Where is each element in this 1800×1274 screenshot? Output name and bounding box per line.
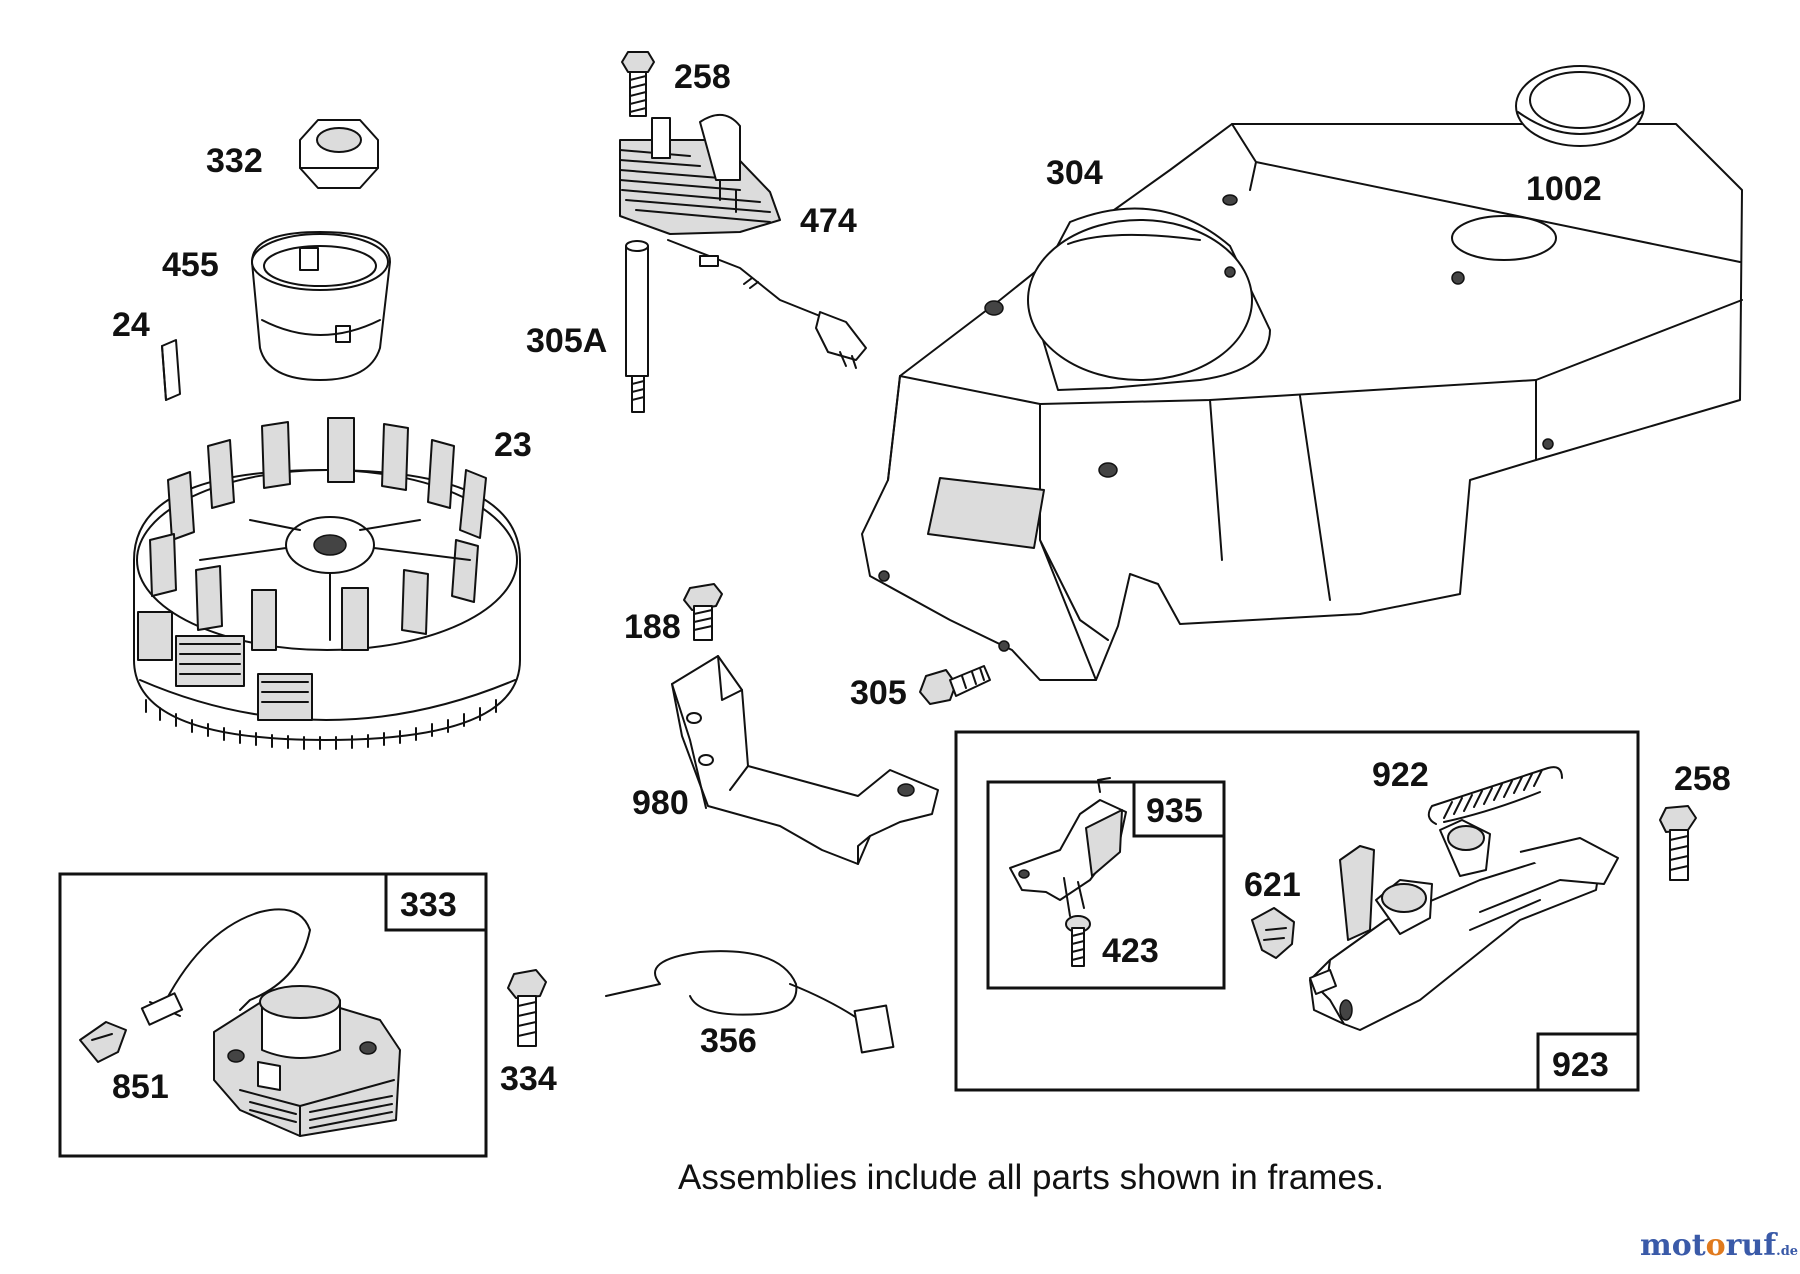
key-24 xyxy=(161,339,181,401)
control-plate-923 xyxy=(1309,819,1619,1031)
frame-935-tag xyxy=(1132,780,1226,838)
bolt-334 xyxy=(507,969,547,1047)
label-922: 922 xyxy=(1372,756,1429,794)
label-621: 621 xyxy=(1244,866,1301,904)
cup-455 xyxy=(251,231,391,381)
grommet-1002 xyxy=(1515,65,1645,147)
label-258-right: 258 xyxy=(1674,760,1731,798)
frame-923-tag xyxy=(1536,1032,1640,1092)
label-474: 474 xyxy=(800,202,857,240)
spacer-305a xyxy=(625,240,649,413)
label-23: 23 xyxy=(494,426,532,464)
label-980: 980 xyxy=(632,784,689,822)
label-24: 24 xyxy=(112,306,150,344)
wire-356 xyxy=(605,950,895,1054)
watermark-logo: motoruf.de xyxy=(1640,1228,1799,1263)
frame-333 xyxy=(58,872,488,1158)
clip-851 xyxy=(79,1021,127,1063)
screw-423 xyxy=(1065,915,1091,967)
frame-333-tag xyxy=(384,872,488,932)
label-305: 305 xyxy=(850,674,907,712)
bolt-258-right xyxy=(1659,805,1697,881)
label-923: 923 xyxy=(1552,1046,1609,1084)
label-851: 851 xyxy=(112,1068,169,1106)
blower-housing-304 xyxy=(861,123,1743,681)
screw-305 xyxy=(919,665,991,705)
label-188: 188 xyxy=(624,608,681,646)
label-356: 356 xyxy=(700,1022,757,1060)
label-455: 455 xyxy=(162,246,219,284)
bolt-258-top xyxy=(621,51,655,117)
label-332: 332 xyxy=(206,142,263,180)
label-935: 935 xyxy=(1146,792,1203,830)
label-258-top: 258 xyxy=(674,58,731,96)
armature-474 xyxy=(619,114,867,369)
assemblies-note: Assemblies include all parts shown in fr… xyxy=(678,1158,1385,1197)
flywheel-23 xyxy=(133,417,521,750)
label-304: 304 xyxy=(1046,154,1103,192)
bracket-980 xyxy=(671,655,939,865)
label-333: 333 xyxy=(400,886,457,924)
ignition-coil-333 xyxy=(140,908,401,1137)
frame-935 xyxy=(986,780,1226,990)
label-1002: 1002 xyxy=(1526,170,1602,208)
frame-923 xyxy=(954,730,1640,1092)
spring-922 xyxy=(1427,766,1563,825)
clip-621 xyxy=(1251,907,1295,959)
nut-332 xyxy=(299,119,379,189)
bolt-188 xyxy=(683,583,723,641)
label-334: 334 xyxy=(500,1060,557,1098)
label-423: 423 xyxy=(1102,932,1159,970)
label-305a: 305A xyxy=(526,322,607,360)
lever-935 xyxy=(1009,777,1127,917)
